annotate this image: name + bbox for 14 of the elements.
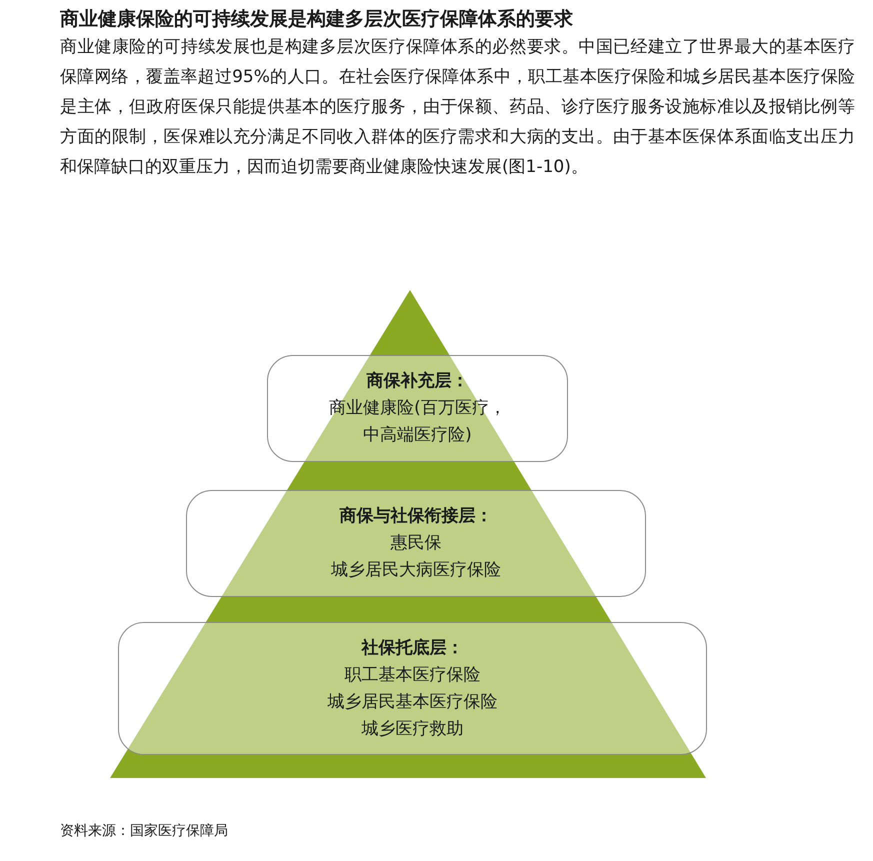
tier-heading: 社保托底层：	[362, 636, 464, 660]
tier-item: 惠民保	[390, 532, 442, 555]
tier-box	[267, 355, 568, 462]
tier-box	[118, 622, 707, 755]
source-note: 资料来源：国家医疗保障局	[60, 822, 228, 840]
tier-box	[186, 490, 646, 597]
title: 商业健康保险的可持续发展是构建多层次医疗保障体系的要求	[60, 7, 573, 32]
paragraph: 商业健康险的可持续发展也是构建多层次医疗保障体系的必然要求。中国已经建立了世界最大的基本医疗保障网络，覆盖率超过95%的人口。在社会医疗保障体系中，职工基本医疗保险和城乡居民基本医疗保险是主体，但政府医保只能提供基本的医疗服务，由于保额、药品、诊疗医疗服务设施标准以及报销比例等方面的限制，医保难以充分满足不同收入群体的医疗需求和大病的支出。由于基本医保体系面临支出压力和保障缺口的双重压力，因而迫切需要商业健康险快速发展(图1-10)。	[60, 36, 855, 179]
tier-item: 职工基本医疗保险	[344, 664, 480, 686]
tier-heading: 商保补充层：	[366, 370, 468, 393]
tier-heading: 商保与社保衔接层：	[340, 505, 492, 528]
tier-item: 城乡医疗救助	[362, 718, 464, 740]
tier-item: 城乡居民大病医疗保险	[331, 559, 501, 582]
tier-item: 城乡居民基本医疗保险	[328, 690, 498, 714]
